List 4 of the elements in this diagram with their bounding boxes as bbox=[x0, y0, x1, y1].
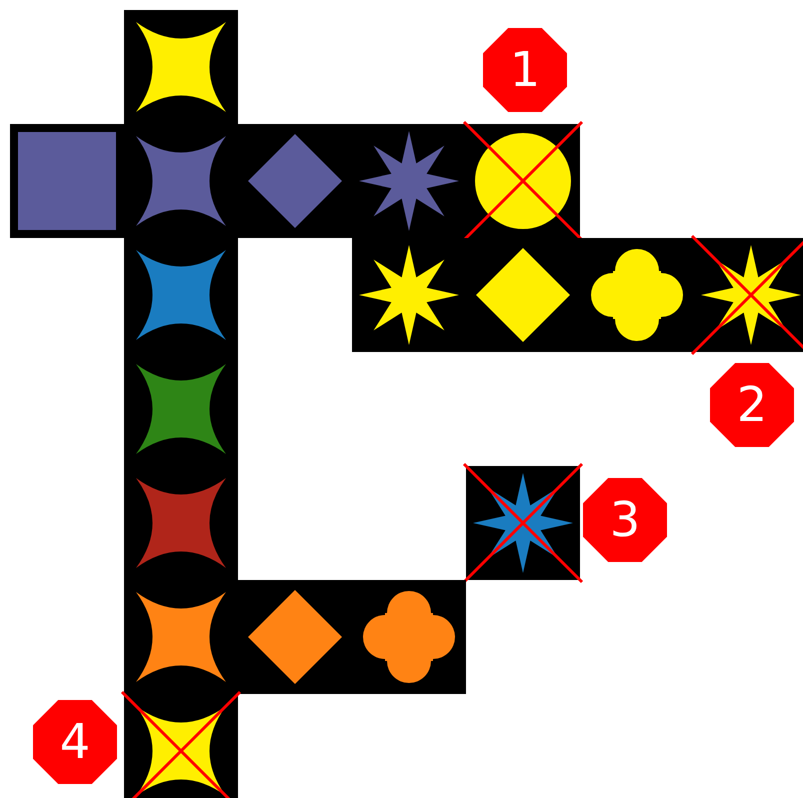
callout-number: 4 bbox=[33, 700, 117, 784]
callout-number: 3 bbox=[583, 478, 667, 562]
callout-number: 2 bbox=[710, 363, 794, 447]
callout-number: 1 bbox=[483, 28, 567, 112]
